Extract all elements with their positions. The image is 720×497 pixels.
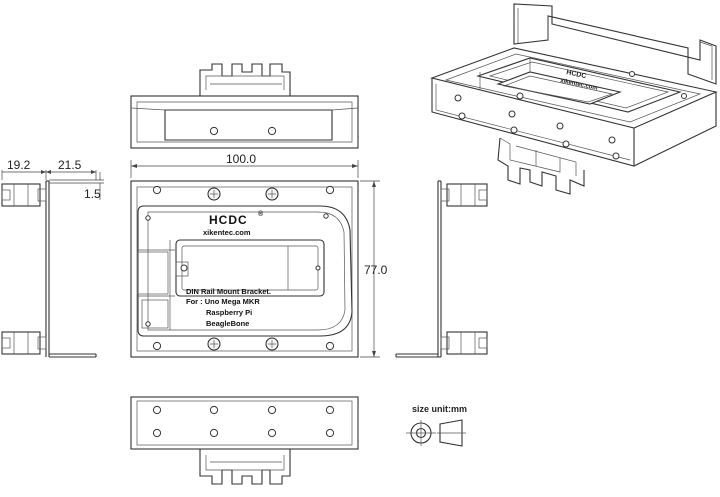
width-dimension: 100.0 bbox=[130, 152, 359, 178]
thickness-label: 1.5 bbox=[84, 187, 101, 201]
top-view-hole bbox=[209, 126, 219, 136]
board-compat-line-3: BeagleBone bbox=[206, 319, 249, 328]
height-label: 77.0 bbox=[364, 263, 388, 277]
screw-icon bbox=[265, 187, 279, 201]
screw-icon bbox=[207, 337, 221, 351]
mount-board bbox=[137, 205, 353, 337]
board-product-line: DIN Rail Mount Bracket. bbox=[186, 287, 271, 296]
board-brand: HCDC bbox=[209, 213, 248, 227]
plate-hole bbox=[152, 185, 162, 195]
side-offset-label: 19.2 bbox=[7, 158, 31, 172]
plate-hole bbox=[152, 341, 162, 351]
height-dimension: 77.0 bbox=[360, 180, 388, 358]
top-view-hole bbox=[267, 126, 277, 136]
unit-legend: size unit:mm bbox=[406, 404, 467, 447]
front-view-plate bbox=[130, 180, 359, 358]
iso-brand: HCDC bbox=[566, 69, 587, 80]
board-website: xikentec.com bbox=[203, 228, 251, 237]
left-side-view bbox=[1, 180, 97, 358]
side-depth-label: 21.5 bbox=[58, 158, 82, 172]
unit-label: size unit:mm bbox=[412, 404, 467, 414]
board-compat-line-1: For : Uno Mega MKR bbox=[186, 297, 260, 306]
plate-hole bbox=[325, 185, 335, 195]
side-dimensions: 19.2 21.5 1.5 bbox=[1, 158, 104, 201]
registered-mark: ® bbox=[258, 210, 264, 218]
right-side-view bbox=[395, 180, 488, 358]
board-compat-line-2: Raspberry Pi bbox=[206, 308, 252, 317]
screw-icon bbox=[207, 187, 221, 201]
iso-din-clip bbox=[497, 137, 585, 195]
top-view bbox=[130, 63, 359, 149]
width-label: 100.0 bbox=[226, 152, 256, 166]
bottom-view bbox=[130, 396, 359, 485]
top-view-din-clip bbox=[199, 63, 291, 96]
bottom-view-din-clip bbox=[199, 449, 291, 485]
projection-symbol-icon bbox=[406, 419, 466, 447]
plate-hole bbox=[325, 341, 335, 351]
isometric-view: HCDC xikentec.com bbox=[430, 3, 718, 195]
front-view: HCDC ® xikentec.com DIN Rail Mount Brack… bbox=[130, 180, 359, 358]
screw-icon bbox=[265, 337, 279, 351]
